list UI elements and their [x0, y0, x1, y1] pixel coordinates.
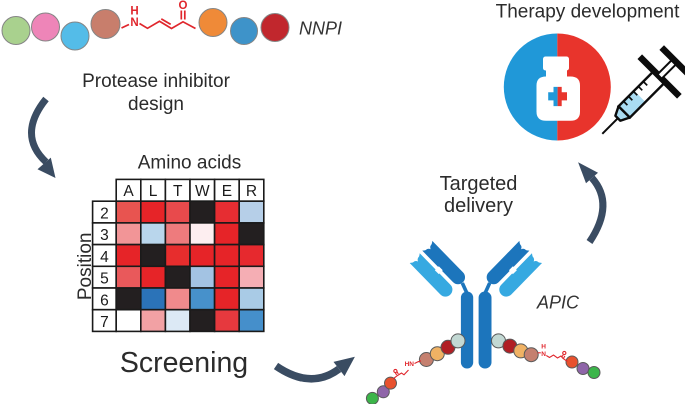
svg-text:Therapy development: Therapy development — [496, 2, 680, 23]
svg-text:H: H — [130, 6, 138, 18]
svg-text:APIC: APIC — [536, 293, 580, 313]
svg-text:R: R — [246, 183, 257, 200]
svg-text:2: 2 — [100, 206, 109, 223]
svg-text:W: W — [195, 183, 210, 200]
svg-text:3: 3 — [100, 227, 109, 244]
svg-text:L: L — [149, 183, 158, 200]
svg-text:O: O — [179, 0, 188, 12]
svg-text:NNPI: NNPI — [299, 19, 342, 39]
svg-text:Protease inhibitor: Protease inhibitor — [82, 71, 231, 92]
svg-text:Targeted: Targeted — [440, 173, 518, 195]
svg-text:Amino acids: Amino acids — [138, 153, 242, 174]
svg-text:6: 6 — [100, 292, 109, 309]
svg-text:N: N — [130, 17, 138, 29]
svg-text:7: 7 — [100, 314, 109, 331]
svg-text:5: 5 — [100, 271, 109, 288]
svg-text:4: 4 — [100, 249, 109, 266]
svg-text:Screening: Screening — [120, 347, 248, 379]
svg-text:A: A — [123, 183, 134, 200]
svg-text:Position: Position — [75, 232, 96, 300]
svg-text:delivery: delivery — [444, 195, 513, 217]
svg-text:HN: HN — [405, 361, 415, 368]
svg-text:T: T — [173, 183, 183, 200]
svg-text:N: N — [541, 351, 546, 358]
svg-text:H: H — [541, 344, 546, 351]
svg-text:design: design — [128, 94, 184, 115]
svg-text:E: E — [222, 183, 232, 200]
